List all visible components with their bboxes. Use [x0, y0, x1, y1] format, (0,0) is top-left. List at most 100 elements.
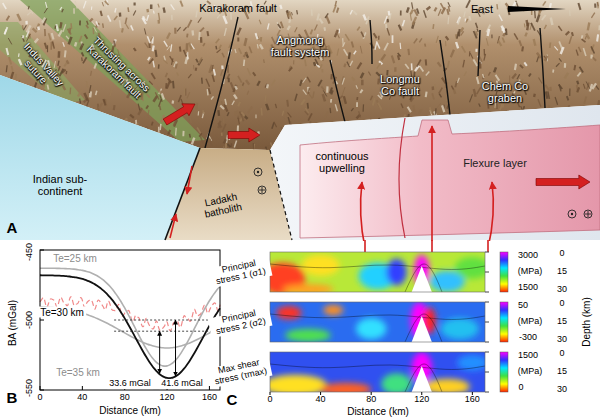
terrain-ridge — [569, 89, 570, 97]
terrain-ridge — [209, 88, 211, 94]
terrain-ridge — [6, 65, 8, 72]
terrain-ridge — [289, 11, 292, 19]
terrain-ridge — [96, 91, 97, 95]
terrain-ridge — [256, 33, 258, 39]
terrain-ridge — [268, 23, 270, 29]
slip-arrow — [170, 214, 176, 238]
terrain-ridge — [329, 108, 331, 113]
terrain-ridge — [337, 8, 339, 13]
terrain-ridge — [227, 112, 229, 116]
terrain-ridge — [577, 72, 580, 76]
terrain-ridge — [218, 121, 220, 128]
terrain-ridge — [152, 122, 153, 126]
tibet-block-face — [270, 105, 600, 240]
terrain-ridge — [108, 15, 111, 21]
terrain-ridge — [253, 144, 255, 150]
terrain-ridge — [234, 111, 236, 115]
depth-tick — [485, 252, 489, 253]
terrain-ridge — [462, 46, 466, 53]
terrain-ridge — [546, 92, 548, 99]
terrain-ridge — [344, 64, 345, 67]
upwelling-notch — [412, 316, 432, 342]
terrain-ridge — [18, 53, 20, 57]
fault-label: Indus Valley suture — [10, 37, 69, 99]
terrain-ridge — [186, 57, 188, 64]
terrain-ridge — [281, 22, 283, 28]
symbol-ring — [568, 210, 576, 218]
terrain-ridge — [94, 27, 97, 32]
terrain-ridge — [356, 85, 358, 89]
terrain-ridge — [212, 65, 213, 71]
curve-label: Te=25 km — [51, 253, 99, 264]
terrain-ridge — [174, 28, 176, 34]
terrain-ridge — [91, 7, 93, 10]
terrain-ridge — [293, 60, 294, 64]
axis-tick — [40, 390, 44, 391]
plot-label: 120 — [414, 395, 429, 405]
plot-label: Principal stress 2 (σ2) — [208, 306, 273, 338]
terrain-ridge — [581, 35, 584, 38]
terrain-ridge — [569, 36, 571, 44]
terrain-ridge — [151, 73, 155, 79]
terrain-ridge — [477, 29, 478, 32]
stress-blob — [276, 306, 301, 319]
terrain-ridge — [266, 104, 268, 110]
terrain-ridge — [591, 13, 594, 18]
terrain-ridge — [44, 8, 47, 13]
terrain-ridge — [67, 60, 69, 63]
terrain-ridge — [223, 116, 225, 123]
plot-label: 80 — [366, 395, 376, 405]
terrain-ridge — [496, 75, 500, 81]
terrain-ridge — [58, 61, 59, 66]
axis-tick — [40, 386, 41, 390]
terrain-ridge — [596, 85, 599, 89]
terrain-ridge — [56, 24, 58, 31]
terrain-ridge — [313, 92, 314, 98]
upwelling-tail — [364, 240, 366, 252]
stress-plots — [260, 252, 508, 396]
terrain-ridge — [320, 64, 322, 69]
axis-tick — [209, 386, 210, 390]
terrain-ridge — [238, 118, 239, 124]
terrain-ridge — [159, 106, 161, 110]
motion-arrow — [536, 175, 590, 189]
plot-label: C — [227, 392, 238, 409]
terrain-ridge — [447, 17, 449, 25]
terrain-ridge — [188, 74, 191, 78]
terrain-ridge — [148, 57, 150, 60]
plot-label: (MPa) — [518, 367, 543, 377]
plot-label: 80 — [120, 393, 130, 403]
terrain-ridge — [457, 32, 459, 39]
terrain-ridge — [171, 4, 175, 9]
terrain-ridge — [309, 94, 313, 99]
terrain-ridge — [187, 92, 190, 98]
amplitude-label: 41.6 mGal — [159, 379, 205, 389]
terrain-ridge — [9, 57, 11, 65]
model-curve — [40, 275, 220, 378]
terrain-ridge — [352, 77, 354, 81]
terrain-ridge — [110, 90, 112, 96]
terrain-ridge — [266, 84, 268, 88]
terrain-ridge — [512, 74, 516, 79]
fault-line — [205, 17, 238, 148]
layer-label: Flexure layer — [463, 157, 527, 169]
terrain-ridge — [378, 103, 382, 110]
terrain-ridge — [335, 104, 337, 111]
terrain-ridge — [405, 64, 409, 69]
terrain-ridge — [430, 107, 432, 114]
terrain-ridge — [352, 42, 354, 48]
terrain-ridge — [126, 24, 129, 29]
terrain-ridge — [435, 8, 437, 12]
terrain-ridge — [500, 104, 503, 110]
terrain-ridge — [307, 103, 309, 109]
terrain-ridge — [200, 136, 203, 144]
terrain-ridge — [502, 104, 504, 108]
terrain-ridge — [35, 39, 38, 43]
depth-tick — [485, 292, 489, 293]
terrain-ridge — [260, 37, 262, 42]
stress-contour — [270, 314, 485, 319]
terrain-ridge — [83, 57, 87, 63]
upwelling-tail — [487, 240, 489, 252]
terrain-ridge — [353, 11, 357, 15]
terrain-ridge — [502, 26, 505, 33]
